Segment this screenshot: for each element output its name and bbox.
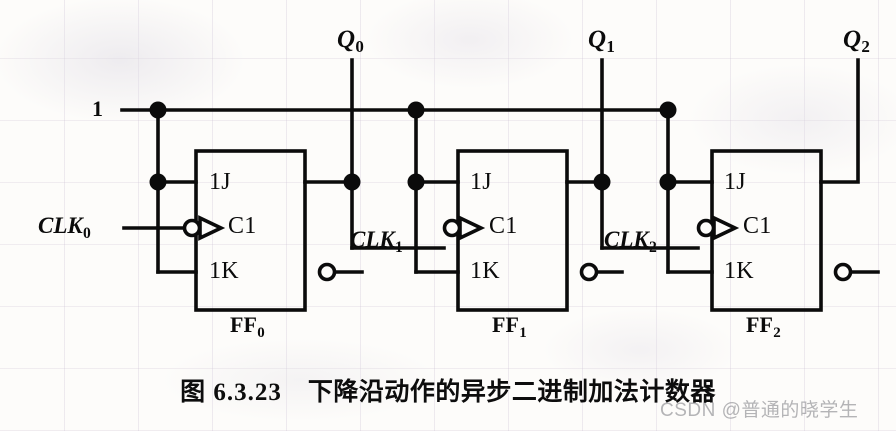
output-label-q0: Q0 bbox=[337, 26, 364, 55]
junction-bus-ff1-j bbox=[407, 173, 425, 191]
output-q1-base: Q bbox=[588, 26, 607, 53]
output-label-q2: Q2 bbox=[843, 26, 870, 55]
ff2-name-base: FF bbox=[746, 312, 773, 337]
ff1-pin-clk: C1 bbox=[489, 213, 518, 239]
junction-bus-ff1-top bbox=[407, 101, 425, 119]
csdn-watermark: CSDN @普通的晓学生 bbox=[660, 400, 859, 421]
junction-q1-takeoff bbox=[593, 173, 611, 191]
output-q1-sub: 1 bbox=[606, 37, 615, 57]
ff0-qbar-bubble bbox=[317, 262, 337, 282]
ff1-pin-k: 1K bbox=[470, 258, 500, 284]
ff1-qbar-bubble bbox=[579, 262, 599, 282]
clock-label-clk1: CLK1 bbox=[350, 227, 403, 255]
output-q0-base: Q bbox=[337, 26, 356, 53]
logic-one-label: 1 bbox=[92, 96, 103, 121]
ff1-name-sub: 1 bbox=[519, 324, 527, 341]
junction-bus-ff0-top bbox=[149, 101, 167, 119]
ff2-qbar-bubble bbox=[833, 262, 853, 282]
junction-bus-ff2-top bbox=[659, 101, 677, 119]
clock-label-clk2: CLK2 bbox=[604, 227, 657, 255]
clk1-base: CLK bbox=[350, 227, 395, 252]
junction-bus-ff0-j bbox=[149, 173, 167, 191]
clk2-base: CLK bbox=[604, 227, 649, 252]
output-q0-sub: 0 bbox=[355, 37, 364, 57]
clk1-sub: 1 bbox=[395, 239, 403, 256]
ff2-pin-clk: C1 bbox=[743, 213, 772, 239]
ff2-pin-j: 1J bbox=[724, 169, 746, 195]
output-q2-base: Q bbox=[843, 26, 862, 53]
ff2-pin-k: 1K bbox=[724, 258, 754, 284]
ff1-name-base: FF bbox=[492, 312, 519, 337]
ff0-dynamic-input-triangle bbox=[198, 215, 226, 241]
clock-label-clk0: CLK0 bbox=[38, 213, 91, 241]
ff2-q-output-wire bbox=[819, 58, 860, 184]
figure-caption-text: 下降沿动作的异步二进制加法计数器 bbox=[307, 379, 716, 406]
clk0-sub: 0 bbox=[83, 225, 91, 242]
ff2-clock-inversion-bubble bbox=[696, 218, 716, 238]
output-label-q1: Q1 bbox=[588, 26, 615, 55]
junction-dots bbox=[149, 101, 677, 191]
ff2-dynamic-input-triangle bbox=[712, 215, 740, 241]
ff2-name: FF2 bbox=[746, 312, 781, 341]
ff0-name: FF0 bbox=[230, 312, 265, 341]
ff2-name-sub: 2 bbox=[773, 324, 781, 341]
ff1-name: FF1 bbox=[492, 312, 527, 341]
clk0-base: CLK bbox=[38, 213, 83, 238]
figure-caption: 图 6.3.23 下降沿动作的异步二进制加法计数器 bbox=[0, 372, 896, 408]
ff0-pin-k: 1K bbox=[209, 258, 239, 284]
ff0-name-base: FF bbox=[230, 312, 257, 337]
ff1-clock-inversion-bubble bbox=[442, 218, 462, 238]
output-q2-sub: 2 bbox=[861, 37, 870, 57]
ff0-clock-inversion-bubble bbox=[182, 218, 202, 238]
ff1-dynamic-input-triangle bbox=[458, 215, 486, 241]
junction-q0-takeoff bbox=[343, 173, 361, 191]
ff1-pin-j: 1J bbox=[470, 169, 492, 195]
ff0-name-sub: 0 bbox=[257, 324, 265, 341]
junction-bus-ff2-j bbox=[659, 173, 677, 191]
figure-number: 图 6.3.23 bbox=[180, 379, 282, 406]
ff0-pin-j: 1J bbox=[209, 169, 231, 195]
clk2-sub: 2 bbox=[649, 239, 657, 256]
ff0-pin-clk: C1 bbox=[228, 213, 257, 239]
